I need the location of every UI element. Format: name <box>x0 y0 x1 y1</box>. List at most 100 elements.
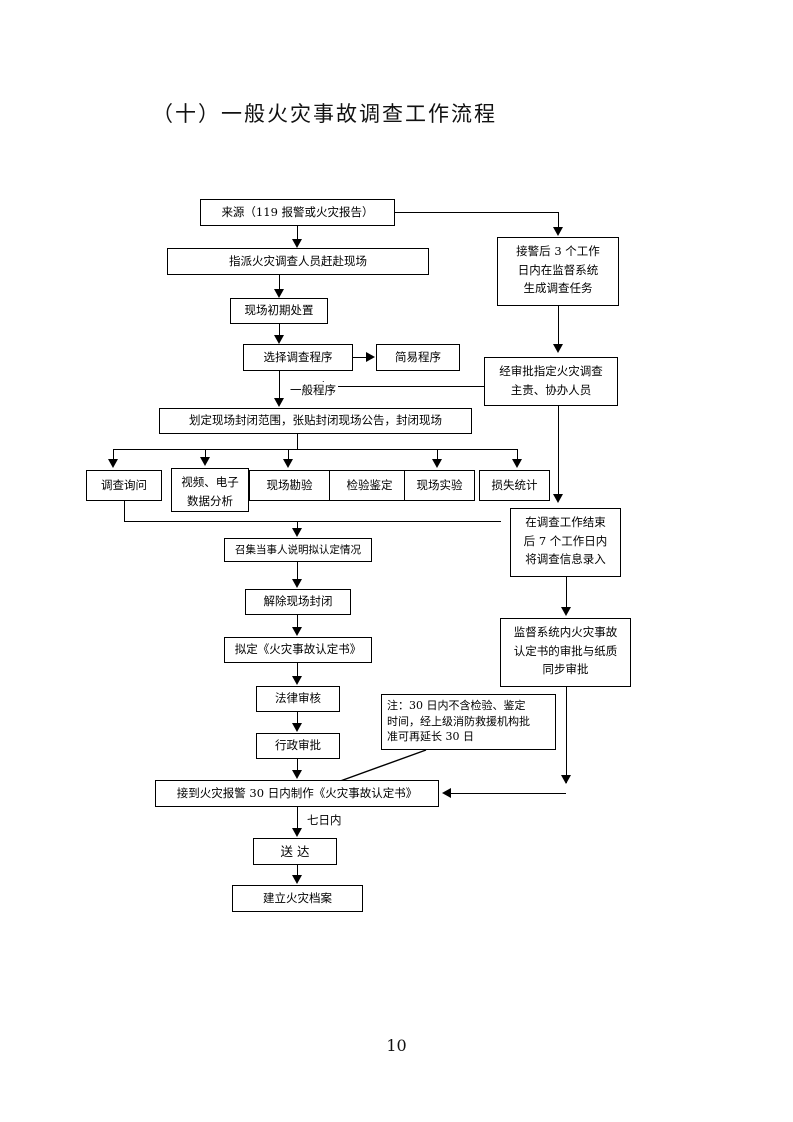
conn-source-to-dispatch <box>297 226 298 240</box>
arrowhead-assign-to-record <box>553 494 563 503</box>
edge-label-within-seven-days: 七日内 <box>305 812 344 828</box>
conn-collector-to-convene <box>297 521 298 529</box>
node-sync-approval-line2: 认定书的审批与纸质 <box>513 643 618 658</box>
conn-fanout-1 <box>113 449 114 460</box>
arrowhead-source-to-task-generation <box>553 227 563 236</box>
node-site-survey: 现场勘验 <box>249 470 330 501</box>
node-investigate-inquiry: 调查询问 <box>86 470 162 501</box>
arrowhead-choose-to-simple <box>366 352 375 362</box>
conn-fanout-4 <box>437 449 438 460</box>
node-video-data-analysis-line1: 视频、电子 <box>181 475 239 489</box>
node-inspection-appraisal: 检验鉴定 <box>329 470 410 501</box>
node-initial-disposal: 现场初期处置 <box>230 298 328 324</box>
conn-dispatch-to-initial <box>279 275 280 289</box>
conn-fanout-3 <box>288 449 289 460</box>
arrowhead-initial-to-choose <box>274 335 284 344</box>
conn-deliver-to-archive <box>297 865 298 876</box>
conn-make-to-deliver <box>297 807 298 828</box>
page-title: （十）一般火灾事故调查工作流程 <box>152 102 497 126</box>
node-task-generation: 接警后 3 个工作 日内在监督系统 生成调查任务 <box>497 237 619 306</box>
conn-source-right-down <box>558 212 559 228</box>
arrowhead-task-to-assign <box>553 344 563 353</box>
node-record-info: 在调查工作结束 后 7 个工作日内 将调查信息录入 <box>510 508 621 577</box>
conn-choose-to-seal <box>279 371 280 396</box>
node-assign-staff: 经审批指定火灾调查 主责、协办人员 <box>484 357 618 406</box>
arrowhead-record-to-sync <box>561 607 571 616</box>
arrowhead-dispatch-to-initial <box>274 289 284 298</box>
node-assign-staff-line2: 主责、协办人员 <box>510 382 592 397</box>
node-draft-determination: 拟定《火灾事故认定书》 <box>224 637 372 663</box>
conn-choose-to-simple <box>353 357 367 358</box>
conn-record-to-sync <box>566 577 567 608</box>
conn-admin-to-make <box>297 759 298 771</box>
node-simple-procedure: 简易程序 <box>376 344 460 371</box>
conn-initial-to-choose <box>279 324 280 335</box>
conn-choose-to-seal-2 <box>279 396 280 399</box>
node-sync-approval-line1: 监督系统内火灾事故 <box>513 625 618 639</box>
node-convene-parties: 召集当事人说明拟认定情况 <box>224 538 372 562</box>
arrowhead-unseal-to-draft <box>292 627 302 636</box>
page-number: 10 <box>386 1036 407 1055</box>
arrowhead-source-to-dispatch <box>292 239 302 248</box>
arrowhead-fanout-investigate-inquiry <box>108 459 118 468</box>
node-unseal-scene: 解除现场封闭 <box>245 589 351 615</box>
conn-seal-down <box>297 434 298 449</box>
conn-draft-to-legal <box>297 663 298 677</box>
node-task-generation-line1: 接警后 3 个工作 <box>516 244 600 258</box>
node-dispatch: 指派火灾调查人员赶赴现场 <box>167 248 429 275</box>
note-line2: 时间，经上级消防救援机构批 <box>387 714 530 728</box>
arrowhead-fanout-site-survey <box>283 459 293 468</box>
node-record-info-line3: 将调查信息录入 <box>525 552 606 567</box>
arrowhead-fanout-video-data <box>200 457 210 466</box>
arrowhead-make-to-deliver <box>292 828 302 837</box>
node-loss-statistics: 损失统计 <box>479 470 550 501</box>
conn-legal-to-admin <box>297 712 298 724</box>
arrowhead-choose-to-seal <box>274 398 284 407</box>
arrowhead-sync-to-make <box>442 788 451 798</box>
arrowhead-legal-to-admin <box>292 723 302 732</box>
note-box: 注：30 日内不含检验、鉴定 时间，经上级消防救援机构批 准可再延长 30 日 <box>381 694 556 750</box>
arrowhead-admin-to-make <box>292 770 302 779</box>
node-site-experiment: 现场实验 <box>404 470 475 501</box>
conn-source-right <box>395 212 558 213</box>
note-line3: 准可再延长 30 日 <box>387 730 474 744</box>
conn-assign-to-record <box>558 406 559 494</box>
node-assign-staff-line1: 经审批指定火灾调查 <box>499 364 603 378</box>
node-task-generation-line3: 生成调查任务 <box>523 281 593 296</box>
arrowhead-deliver-to-archive <box>292 875 302 884</box>
node-record-info-line2: 后 7 个工作日内 <box>523 533 608 548</box>
node-task-generation-line2: 日内在监督系统 <box>517 262 599 277</box>
conn-fanout-bus <box>113 449 517 450</box>
conn-inquiry-down <box>124 501 125 521</box>
conn-assign-to-general <box>318 386 484 387</box>
conn-fanout-2 <box>205 449 206 458</box>
node-administrative-approval: 行政审批 <box>256 733 340 759</box>
node-video-data-analysis: 视频、电子 数据分析 <box>171 468 249 512</box>
arrowhead-convene-to-unseal <box>292 579 302 588</box>
conn-collector-bus <box>124 521 501 522</box>
node-build-archive: 建立火灾档案 <box>232 885 363 912</box>
conn-sync-to-make <box>450 793 566 794</box>
conn-sync-down <box>566 687 567 783</box>
conn-task-to-assign <box>558 306 559 344</box>
node-record-info-line1: 在调查工作结束 <box>525 515 606 529</box>
node-make-determination: 接到火灾报警 30 日内制作《火灾事故认定书》 <box>155 780 439 807</box>
note-line1: 注：30 日内不含检验、鉴定 <box>387 699 526 712</box>
node-sync-approval-line3: 同步审批 <box>542 662 589 677</box>
node-deliver: 送 达 <box>253 838 337 865</box>
conn-unseal-to-draft <box>297 615 298 628</box>
node-seal-scene: 划定现场封闭范围，张贴封闭现场公告，封闭现场 <box>159 408 472 434</box>
node-source: 来源（119 报警或火灾报告） <box>200 199 395 226</box>
arrowhead-fanout-site-experiment <box>432 459 442 468</box>
conn-convene-to-unseal <box>297 562 298 579</box>
arrowhead-fanout-loss-statistics <box>512 459 522 468</box>
node-choose-procedure: 选择调查程序 <box>243 344 353 371</box>
note-leader-line <box>331 749 427 785</box>
conn-fanout-5 <box>517 449 518 460</box>
edge-label-general-procedure: 一般程序 <box>288 382 338 398</box>
arrowhead-collector-to-convene <box>292 528 302 537</box>
node-legal-review: 法律审核 <box>256 686 340 712</box>
arrowhead-sync-down <box>561 775 571 784</box>
arrowhead-draft-to-legal <box>292 676 302 685</box>
